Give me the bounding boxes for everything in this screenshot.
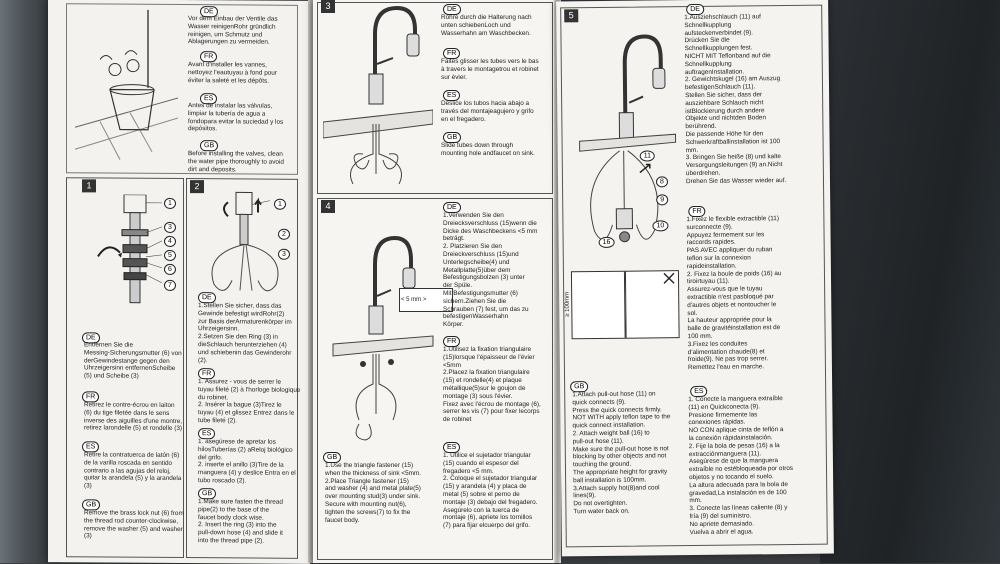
manual-page-3: 5 11 8 9 10 16 ≥ 100mm DE 1.Ausziehschla… <box>556 0 834 556</box>
step-5-text-fr: 1.Fixez le flexible extractible (11) sur… <box>686 215 828 372</box>
water-pipe-illustration <box>70 9 178 170</box>
step-4-text-de: 1.Verwenden Sie den Dreiecksverschluss (… <box>443 212 555 329</box>
step-2-text-fr: 1. Assurez - vous de serrer le tuyau fil… <box>198 378 302 426</box>
step-4-illustration <box>323 214 443 454</box>
prep-text-gb: Before installing the valves, clean the … <box>188 150 306 174</box>
prep-text-de: Vor dem Einbau der Ventile das Wasser re… <box>188 15 306 47</box>
background-right <box>820 0 1000 563</box>
step-1-text-es: Retire la contratuerca de latón (6) de l… <box>84 451 188 491</box>
step-1-text-de: Entfernen Sie die Messing-Sicherungsmutt… <box>84 341 188 381</box>
step-4-number: 4 <box>321 200 335 213</box>
step-3-text-de: Rohre durch die Halterung nach unten sch… <box>441 14 553 37</box>
step-5-callout-8: 8 <box>656 176 668 187</box>
prep-text-fr: Avant d'installer les vannes, nettoyez l… <box>188 61 306 85</box>
prep-text-es: Antes de instalar las válvulas, limpiar … <box>188 102 306 134</box>
step-1-callout-7: 7 <box>164 280 176 291</box>
step-4-inset-label: < 5 mm > <box>401 297 426 303</box>
step-2-text-es: 1. asegúrese de apretar los hilosTubería… <box>198 438 302 486</box>
step-3-text-fr: Faites glisser les tubes vers le bas à t… <box>441 58 553 81</box>
manual-page-2: 3 DE Rohre durch die Halterung nach unte… <box>313 0 558 563</box>
step-1-callout-1: 1 <box>164 198 176 209</box>
step-2-text-de: 1.Stellen Sie sicher, dass das Gewinde b… <box>198 302 302 365</box>
step-5-callout-9: 9 <box>656 194 668 205</box>
step-5-text-es: 1. Conecte la manguera extraíble (11) en… <box>688 395 829 537</box>
step-1-callout-3: 3 <box>164 222 176 233</box>
step-5-inset-label: ≥ 100mm <box>565 292 571 317</box>
step-2-callout-3: 3 <box>278 249 290 260</box>
step-2-callout-2: 2 <box>278 229 290 240</box>
step-5-number: 5 <box>564 9 578 22</box>
step-4-text-es: 1. Utilice el sujetador triangular (15) … <box>443 452 555 530</box>
manual-page-1: DE Vor dem Einbau der Ventile das Wasser… <box>48 0 310 564</box>
step-5-callout-10: 10 <box>652 220 668 231</box>
step-1-number: 1 <box>82 179 96 192</box>
step-1-text-fr: Retirez le contre-écrou en laiton (6) du… <box>84 401 188 433</box>
step-5-text-gb: 1.Attach pull-out hose (11) on quick con… <box>572 390 687 516</box>
step-2-callout-1: 1 <box>274 199 286 210</box>
step-3-text-gb: Slide tubes down through mounting hole a… <box>441 142 553 158</box>
step-5-callout-16: 16 <box>599 237 615 248</box>
step-2-text-gb: 1.Make sure fasten the thread pipe(2) to… <box>198 498 302 546</box>
step-3-text-es: Deslice los tubos hacia abajo a través d… <box>441 100 553 123</box>
step-5-inset-correct <box>571 271 626 340</box>
step-3-illustration <box>323 4 433 192</box>
step-4-text-gb: 1.Use the triangle fastener (15) when th… <box>325 462 439 524</box>
step-1-callout-6: 6 <box>164 264 176 275</box>
step-1-callout-4: 4 <box>164 236 176 247</box>
step-5-text-de: 1.Ausziehschlauch (11) auf Schnellkupplu… <box>684 13 826 186</box>
step-1-text-gb: Remove the brass lock nut (6) from the t… <box>84 509 188 541</box>
step-1-callout-5: 5 <box>164 250 176 261</box>
step-4-text-fr: 1.Utilisez la fixation triangulaire (15)… <box>443 346 555 424</box>
wrong-mark-icon <box>663 272 675 284</box>
